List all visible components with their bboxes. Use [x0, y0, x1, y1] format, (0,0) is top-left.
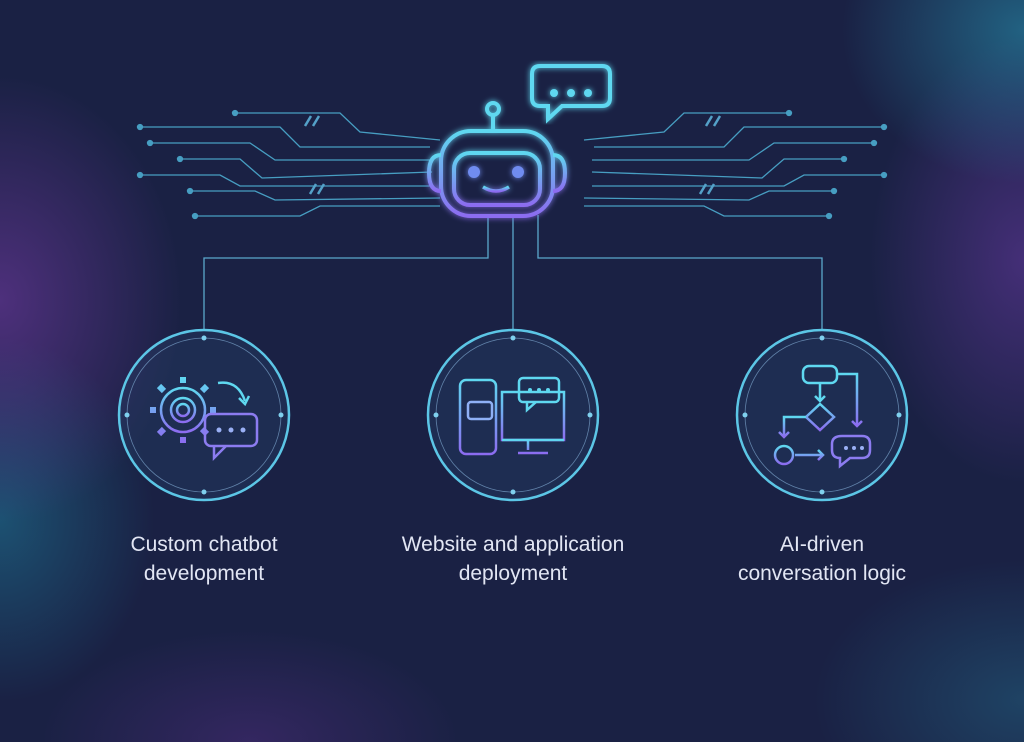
- connector-lines: [203, 215, 823, 330]
- gear-chat-icon: [150, 377, 259, 462]
- service-circle: [426, 328, 600, 502]
- label-line-1: Custom chatbot: [130, 533, 278, 556]
- flowchart-chat-icon: [773, 364, 872, 469]
- devices-chat-icon: [458, 376, 566, 456]
- label-line-1: AI-driven: [779, 533, 865, 556]
- label-line-2: development: [143, 562, 265, 585]
- speech-bubble-icon: [530, 64, 612, 124]
- service-label-ai-logic: AI-driven conversation logic: [682, 530, 962, 588]
- label-line-1: Website and application: [401, 533, 625, 556]
- service-circle: [735, 328, 909, 502]
- circuit-lines: [136, 109, 888, 220]
- service-label-deployment: Website and application deployment: [373, 530, 653, 588]
- robot-icon: [426, 101, 568, 218]
- service-label-custom-chatbot: Custom chatbot development: [64, 530, 344, 588]
- label-line-2: deployment: [458, 562, 568, 585]
- label-line-2: conversation logic: [737, 562, 907, 585]
